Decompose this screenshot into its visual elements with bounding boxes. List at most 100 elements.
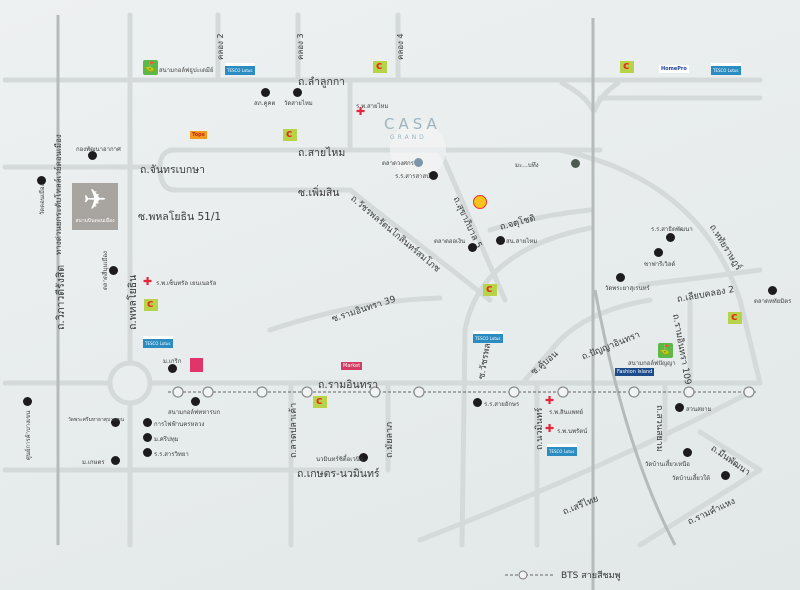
bts-station — [256, 386, 268, 398]
poi-label: ตลาดออเงิน — [434, 238, 466, 245]
tesco-lotus-logo: TESCO Lotus — [473, 331, 503, 343]
seven-eleven-icon — [620, 59, 634, 73]
poi-label: สน.สายไหม — [506, 238, 538, 245]
road-minphatthana — [697, 429, 763, 473]
market-logo: Market — [341, 362, 363, 370]
poi-label: ร.ร.สารวิทยา — [154, 451, 189, 458]
bts-station — [172, 386, 184, 398]
poi-dot — [720, 470, 730, 480]
poi-dot — [413, 157, 423, 167]
poi-label: สนามกอล์ฟทหารบก — [168, 409, 221, 416]
road-label-suansiam: ถ.สวนสยาม — [654, 405, 664, 452]
tesco-lotus-logo: TESCO Lotus — [225, 63, 255, 75]
road-label-ramintra: ถ.รามอินทรา — [318, 379, 379, 391]
road-label-chantharabeksa: ถ.จันทรเบกษา — [140, 164, 206, 176]
poi-label: สวนสยาม — [686, 406, 712, 413]
poi-label: ตลาดหทัยมิตร — [754, 298, 792, 305]
bts-legend-icon — [505, 570, 555, 580]
road-label-kaset-nawamin: ถ.เกษตร-นวมินทร์ — [297, 468, 380, 480]
poi-dot — [292, 87, 302, 97]
tesco-lotus-logo: TESCO Lotus — [547, 444, 577, 456]
seven-eleven-icon — [283, 127, 297, 141]
bts-station — [557, 386, 569, 398]
road-label-phahonyothin: ถ.พหลโยธิน — [127, 274, 139, 330]
seven-eleven-icon — [144, 297, 158, 311]
poi-label: ตลาดสี่มุมเมือง — [102, 251, 109, 290]
road-label-klong4: คลอง 4 — [396, 33, 405, 60]
poi-dot — [495, 235, 505, 245]
road-label-klong3: คลอง 3 — [296, 33, 305, 60]
bts-station — [508, 386, 520, 398]
hospital-icon: ✚ — [356, 105, 366, 118]
poi-label: ร.พ.สินแพทย์ — [549, 409, 584, 416]
road-serithai — [417, 392, 748, 543]
poi-label: วัดสายไหม — [284, 100, 313, 107]
poi-dot — [36, 175, 46, 185]
road-label-klong2: คลอง 2 — [216, 33, 225, 60]
hospital-icon: ✚ — [143, 275, 153, 288]
poi-label: สนามกอล์ฟธูปะเตมีย์ — [159, 67, 214, 74]
road-phermsin — [157, 164, 353, 193]
road-label-nawamin: ถ.นวมินทร์ — [535, 407, 545, 450]
poi-label: นวมินทร์ซิตี้อเวนิว — [316, 456, 364, 463]
poi-dot — [358, 452, 368, 462]
poi-label: มะ...บทึง — [515, 162, 539, 169]
poi-dot — [767, 285, 777, 295]
seven-eleven-icon — [728, 310, 742, 324]
roundabout — [107, 360, 153, 406]
poi-dot — [87, 150, 97, 160]
road-watcharaphon-arc — [459, 225, 593, 548]
road-ramp-right — [592, 80, 621, 113]
tesco-lotus-logo: TESCO Lotus — [143, 336, 173, 348]
road-ramintra39 — [267, 295, 443, 333]
poi-label: วัดบ้านเสี้ยวเหนือ — [645, 461, 690, 468]
seven-eleven-icon — [483, 282, 497, 296]
poi-dot — [110, 455, 120, 465]
poi-dot — [142, 432, 152, 442]
poi-label: การไฟฟ้านครหลวง — [154, 421, 205, 428]
map-legend: BTS สายสีชมพู — [505, 568, 621, 582]
bts-station — [743, 386, 755, 398]
poi-label: ศูนย์การค้าบางเขน — [25, 410, 32, 460]
poi-dot — [108, 265, 118, 275]
tops-logo: Tops — [190, 131, 207, 139]
seven-eleven-icon — [373, 59, 387, 73]
tesco-lotus-logo: TESCO Lotus — [711, 63, 741, 75]
road-ratanakosin — [347, 187, 493, 303]
road-label-phermsin: ซ.เพิ่มสิน — [298, 187, 340, 199]
poi-label: ม.ศรีปทุม — [154, 436, 179, 443]
shell-station-icon — [473, 195, 487, 209]
road-label-ladplakao: ถ.ลาดปลาเค้า — [289, 402, 299, 458]
poi-dot — [190, 396, 200, 406]
road-jatuchot — [487, 207, 593, 233]
airport-icon: ✈สนามบินดอนเมือง — [72, 183, 118, 230]
legend-label: BTS สายสีชมพู — [561, 571, 621, 581]
golf-icon: ⛳ — [142, 59, 158, 75]
bts-station — [683, 386, 695, 398]
store-icon — [190, 358, 203, 372]
bts-station — [202, 386, 214, 398]
road-label-vibhavadi: ถ.วิภาวดีรังสิต — [55, 264, 67, 330]
poi-label: ร.พ.นพรัตน์ — [557, 428, 588, 435]
poi-dot — [665, 232, 675, 242]
poi-dot — [615, 272, 625, 282]
homepro-logo: HomePro — [659, 65, 689, 73]
golf-icon: ⛳ — [657, 342, 673, 358]
poi-label: ร.พ.สายไหม — [356, 103, 389, 110]
poi-label: วัดบ้านเสี้ยวใต้ — [672, 475, 710, 482]
poi-dot — [674, 402, 684, 412]
fashion-island-logo: Fashion Island — [615, 368, 655, 376]
poi-label: วัดดอนเมือง — [39, 183, 46, 215]
road-label-phahon51: ซ.พหลโยธิน 51/1 — [138, 211, 222, 223]
poi-dot — [472, 397, 482, 407]
poi-label: ตลาดวงศกร — [382, 160, 414, 167]
poi-label: สนามกอล์ฟปัญญา — [628, 360, 676, 367]
poi-label: ร.พ.เซ็นทรัล เยนเนอรัล — [156, 280, 217, 287]
poi-label: กองพัฒนาอากาศ — [76, 146, 121, 153]
poi-label: วัดพระยาสุเรนทร์ — [605, 285, 650, 292]
road-kanchanaphisek-arc — [593, 289, 677, 546]
hospital-icon: ✚ — [545, 422, 555, 435]
